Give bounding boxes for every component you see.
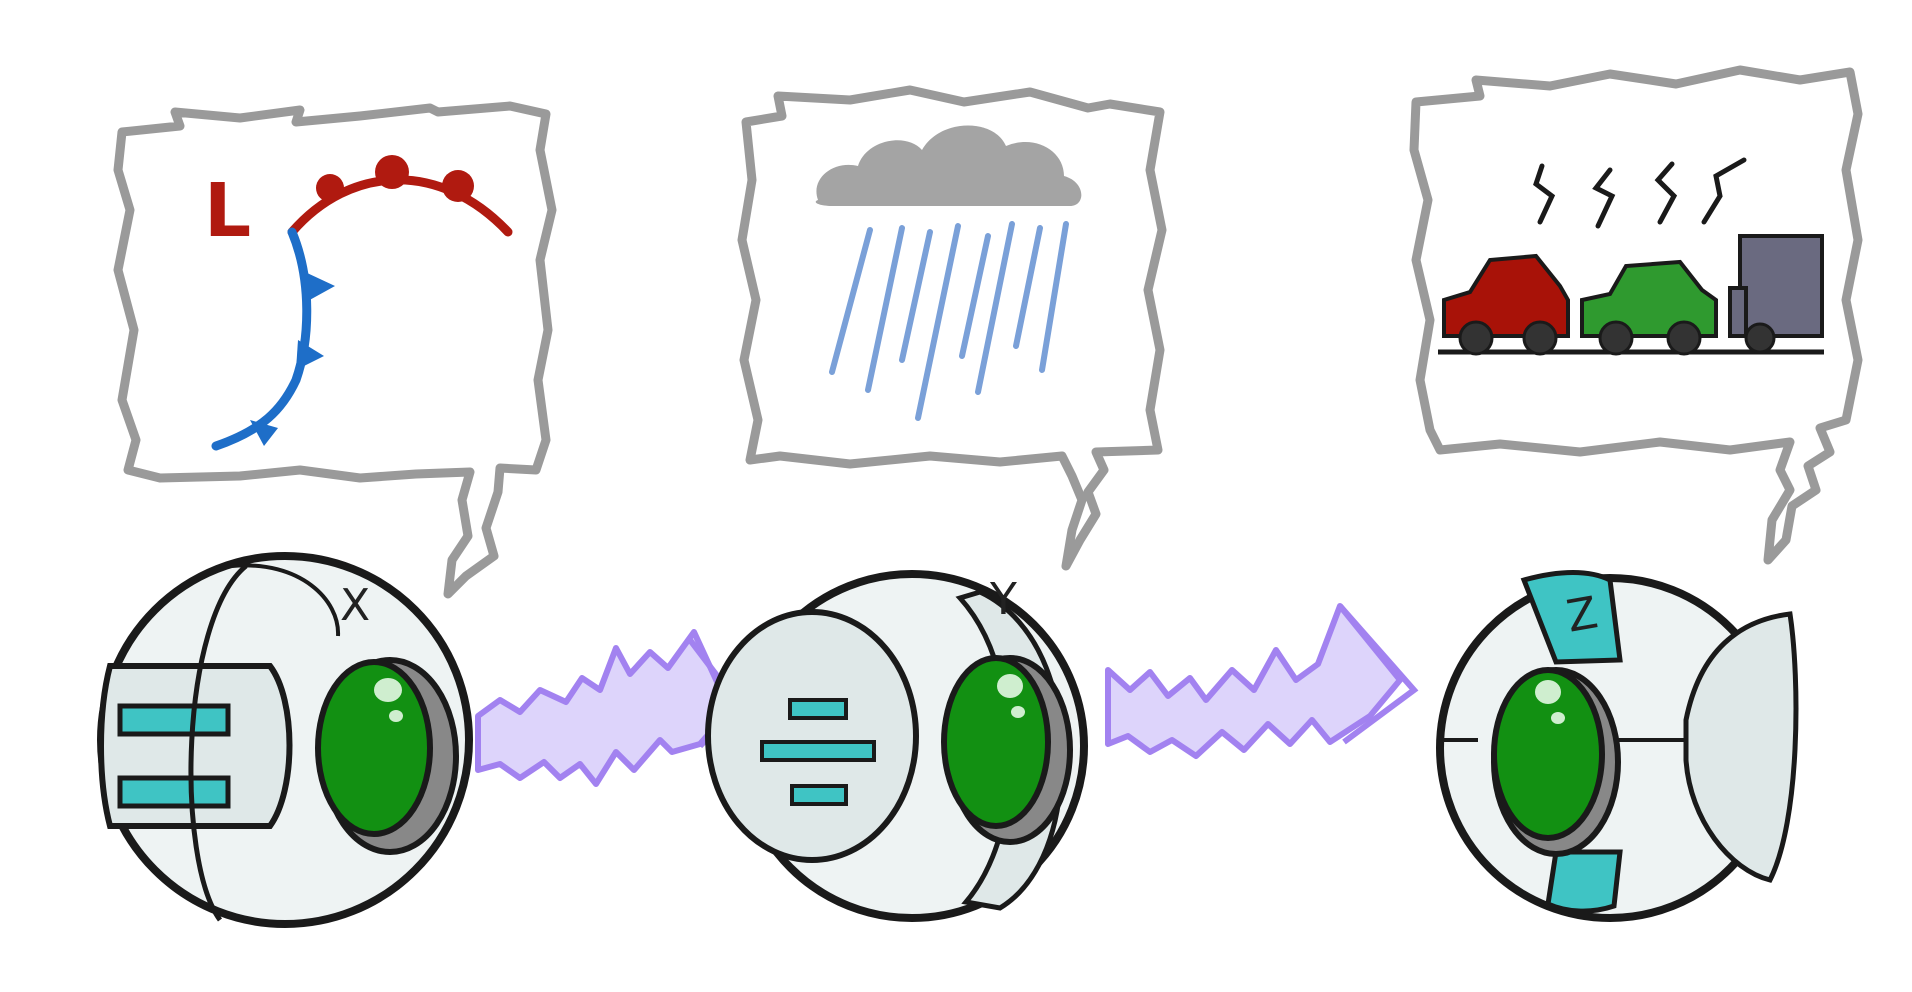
traffic-jam-icon xyxy=(1438,157,1824,356)
node-label-x: X xyxy=(340,580,370,631)
robot-node-y: Y xyxy=(705,570,1088,922)
node-label-y: Y xyxy=(989,574,1017,625)
weather-front-icon: L xyxy=(204,155,513,451)
low-pressure-label: L xyxy=(204,168,251,254)
thought-bubble-y xyxy=(737,85,1167,571)
signal-arrow-y-to-z xyxy=(1105,603,1419,759)
signal-arrow-x-to-y xyxy=(475,629,744,787)
robot-node-z: Z xyxy=(1436,570,1799,922)
robot-node-x: X xyxy=(97,552,473,928)
thought-bubble-x: L xyxy=(113,101,557,599)
rain-cloud-icon xyxy=(815,125,1082,421)
thought-bubble-z xyxy=(1409,65,1863,565)
